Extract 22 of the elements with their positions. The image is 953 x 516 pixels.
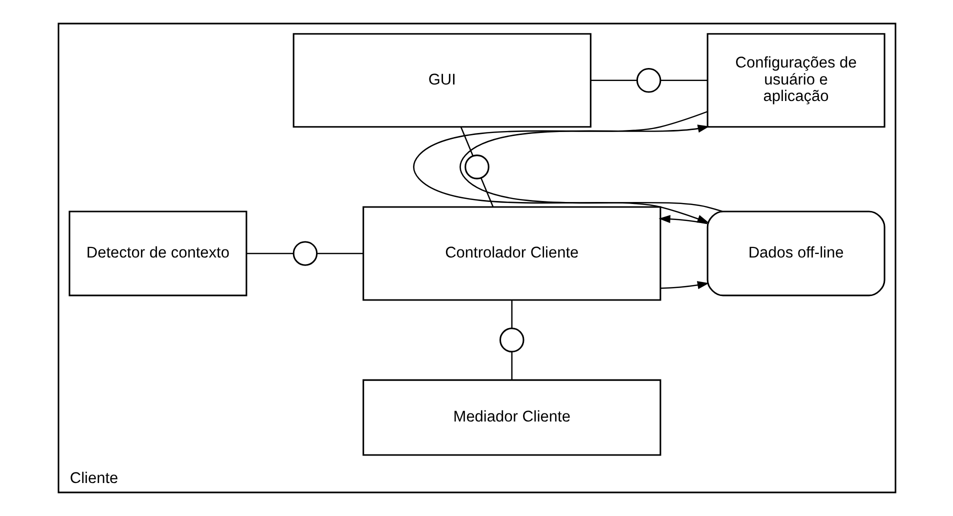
arrow <box>459 124 722 212</box>
node-circle <box>498 328 524 352</box>
connector <box>510 300 512 328</box>
connector <box>510 352 512 380</box>
node-box: Configurações de usuário e aplicação <box>706 33 885 128</box>
arrow <box>658 214 707 224</box>
connector <box>316 252 362 254</box>
node-box: Detector de contexto <box>68 210 247 296</box>
connector <box>590 80 636 82</box>
node-circle <box>636 68 661 93</box>
node-circle <box>464 154 489 180</box>
node-box: Controlador Cliente <box>362 206 661 301</box>
node-circle <box>292 241 318 266</box>
connector <box>480 178 494 208</box>
node-box: GUI <box>292 33 591 128</box>
connector <box>460 126 473 156</box>
node-box: Mediador Cliente <box>362 379 661 456</box>
connector <box>660 80 707 82</box>
node-box: Dados off-line <box>706 210 885 296</box>
arrow <box>412 111 709 223</box>
arrow <box>660 281 709 290</box>
connector <box>246 252 293 254</box>
